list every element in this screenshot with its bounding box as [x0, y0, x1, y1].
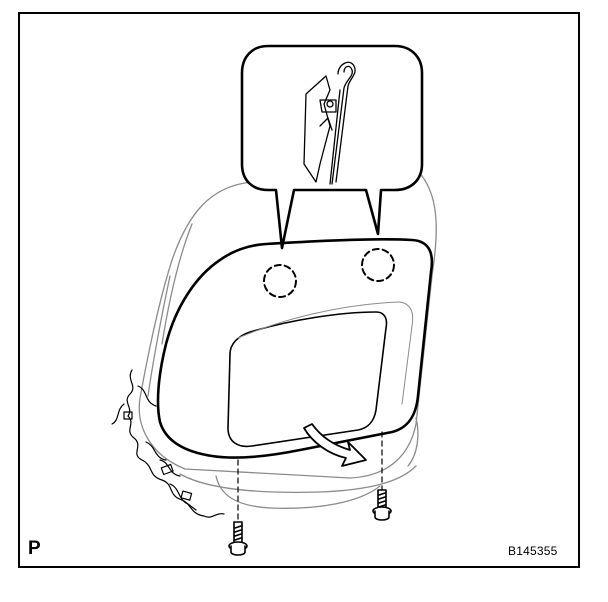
seatback-board-removal-illustration — [111, 44, 437, 556]
clip-locations — [263, 248, 395, 298]
figure-id: B145355 — [508, 544, 558, 558]
screw-left — [228, 521, 248, 556]
clip-detail-icon — [303, 61, 356, 185]
clip-detail-callout — [240, 44, 424, 250]
curved-removal-arrow — [303, 423, 367, 467]
fasteners — [228, 431, 392, 556]
seatback-board — [156, 237, 434, 459]
clip-location-left — [263, 264, 297, 298]
corner-mark: P — [28, 538, 41, 559]
wire-harness — [111, 369, 225, 518]
clip-location-right — [361, 248, 395, 282]
screw-right — [372, 489, 392, 521]
figure-frame: P B145355 — [18, 12, 580, 568]
seatback-frame — [138, 170, 437, 509]
